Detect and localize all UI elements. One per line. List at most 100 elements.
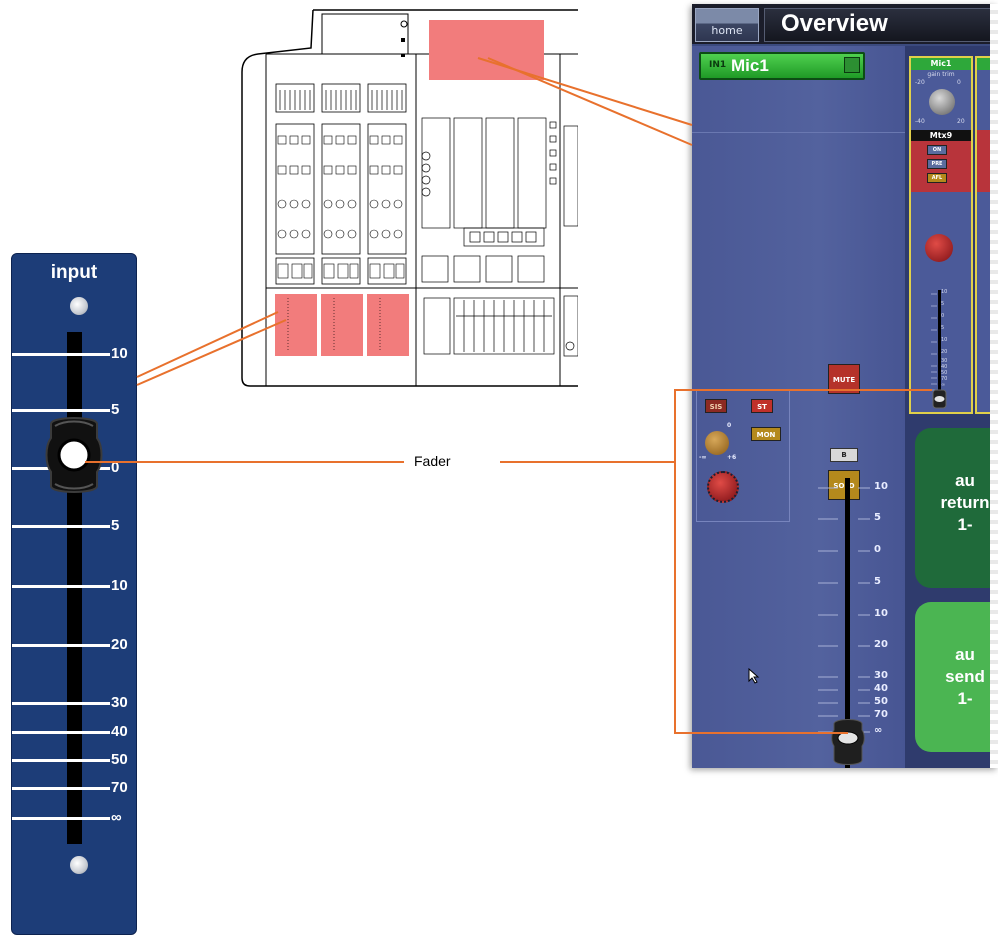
channel-name: Mic1 [731, 56, 769, 75]
scale-label: 5 [111, 401, 120, 418]
gain-scale-label: 0 [957, 79, 961, 86]
matrix-pre-button[interactable]: PRE [927, 159, 947, 169]
channel-prefix: IN1 [709, 60, 727, 70]
mouse-pointer-icon [748, 668, 760, 684]
top-screw-icon [70, 297, 88, 315]
bottom-screw-icon [70, 856, 88, 874]
screen-highlight [429, 20, 544, 80]
fader-scale-label: 10 [874, 481, 888, 492]
strip-fader[interactable] [921, 286, 969, 412]
scale-tick [12, 353, 110, 356]
matrix-afl-button[interactable]: AFL [927, 173, 947, 183]
channel-fader[interactable] [802, 478, 902, 768]
overview-screen: home Overview IN1 Mic1 SIS ST MON 0 -∞ +… [692, 4, 998, 768]
aux-returns-line: 1- [957, 515, 973, 534]
fader-scale-label: 50 [874, 696, 888, 707]
fader-scale-label: 20 [874, 639, 888, 650]
aux-sends-tile[interactable]: au send 1- [915, 602, 998, 752]
mic-strip[interactable]: Mic1 gain trim -20 0 -40 20 Mtx9 ON PRE … [909, 56, 973, 414]
mon-button[interactable]: MON [751, 427, 781, 441]
fader-scale-label: 0 [874, 544, 881, 555]
input-channel-strip: input 10 5 0 5 10 20 30 40 50 70 ∞ [11, 253, 137, 935]
scale-label: 70 [111, 779, 128, 796]
scale-label: 5 [111, 517, 120, 534]
channel-link-icon[interactable] [844, 57, 860, 73]
strip-fader-scale-label: 50 [941, 370, 948, 376]
gain-scale-label: -20 [915, 79, 925, 86]
channel-name-button[interactable]: IN1 Mic1 [699, 52, 865, 80]
fader-scale-label: 5 [874, 576, 881, 587]
fader-scale-label: ∞ [874, 725, 883, 736]
scale-label: 10 [111, 577, 128, 594]
aux-sends-line: au [955, 645, 975, 664]
aux-returns-line: return [940, 493, 990, 512]
fader-scale-label: 70 [874, 709, 888, 720]
scale-tick [12, 585, 110, 588]
strip-fader-scale-label: 10 [941, 289, 948, 295]
channel-panel: IN1 Mic1 SIS ST MON 0 -∞ +6 MUTE B SOLO [692, 46, 905, 768]
routing-box: SIS ST MON 0 -∞ +6 [696, 390, 790, 522]
strip-fader-scale-label: 5 [941, 325, 945, 331]
page-title: Overview [764, 8, 998, 42]
strip-fader-scale-label: 20 [941, 349, 948, 355]
channel-overview-strips: Mic1 gain trim -20 0 -40 20 Mtx9 ON PRE … [905, 46, 998, 768]
gain-label: gain trim [927, 71, 955, 78]
pan-scale-label: +6 [727, 454, 737, 461]
sis-button[interactable]: SIS [705, 399, 727, 413]
scale-tick [12, 731, 110, 734]
torn-edge [990, 4, 998, 768]
gain-scale-label: -40 [915, 118, 925, 125]
aux-returns-line: au [955, 471, 975, 490]
fader-cap[interactable] [45, 416, 103, 494]
scale-tick [12, 787, 110, 790]
strip-fader-scale-label: 10 [941, 337, 948, 343]
aux-sends-line: send [945, 667, 985, 686]
b-button[interactable]: B [830, 448, 858, 462]
scale-label: 20 [111, 636, 128, 653]
title-bar: home Overview [692, 4, 998, 44]
fader-highlight [367, 294, 409, 356]
fader-scale-label: 40 [874, 683, 888, 694]
mute-button[interactable]: MUTE [828, 364, 860, 394]
pan-knob[interactable] [705, 431, 729, 455]
strip-fader-scale-label: 0 [941, 313, 945, 319]
scale-tick [12, 817, 110, 820]
st-button[interactable]: ST [751, 399, 773, 413]
console-schematic [241, 9, 578, 387]
home-button[interactable]: home [695, 8, 759, 42]
scale-tick [12, 759, 110, 762]
pan-scale-label: -∞ [699, 454, 707, 461]
pan-scale-label: 0 [727, 422, 732, 429]
aux-returns-tile[interactable]: au return 1- [915, 428, 998, 588]
matrix-section: Mtx9 ON PRE AFL [911, 130, 971, 192]
strip-title: input [50, 262, 98, 283]
fader-callout-label: Fader [410, 453, 455, 469]
scale-label: 40 [111, 723, 128, 740]
scale-tick [12, 702, 110, 705]
divider [692, 132, 905, 133]
strip-name: Mic1 [911, 58, 971, 70]
scale-label: 10 [111, 345, 128, 362]
matrix-on-button[interactable]: ON [927, 145, 947, 155]
matrix-name: Mtx9 [911, 130, 971, 141]
fader-scale-label: 30 [874, 670, 888, 681]
strip-fader-scale-label: 40 [941, 364, 948, 370]
gain-scale-label: 20 [957, 118, 965, 125]
fader-scale-label: 5 [874, 512, 881, 523]
aux-sends-line: 1- [957, 689, 973, 708]
scale-label: 30 [111, 694, 128, 711]
scale-tick [12, 409, 110, 412]
scale-label: 50 [111, 751, 128, 768]
fader-highlight [321, 294, 363, 356]
strip-fader-scale-label: 70 [941, 376, 948, 382]
scale-tick [12, 525, 110, 528]
strip-fader-scale: 10 5 0 5 10 20 30 40 50 70 ∞ [941, 286, 947, 388]
scale-label: 0 [111, 459, 120, 476]
strip-level-knob[interactable] [925, 234, 953, 262]
scale-tick [12, 644, 110, 647]
scale-label: ∞ [111, 809, 122, 826]
level-knob[interactable] [707, 471, 739, 503]
gain-trim-knob[interactable] [929, 89, 955, 115]
fader-highlight [275, 294, 317, 356]
strip-fader-scale-label: 5 [941, 301, 945, 307]
